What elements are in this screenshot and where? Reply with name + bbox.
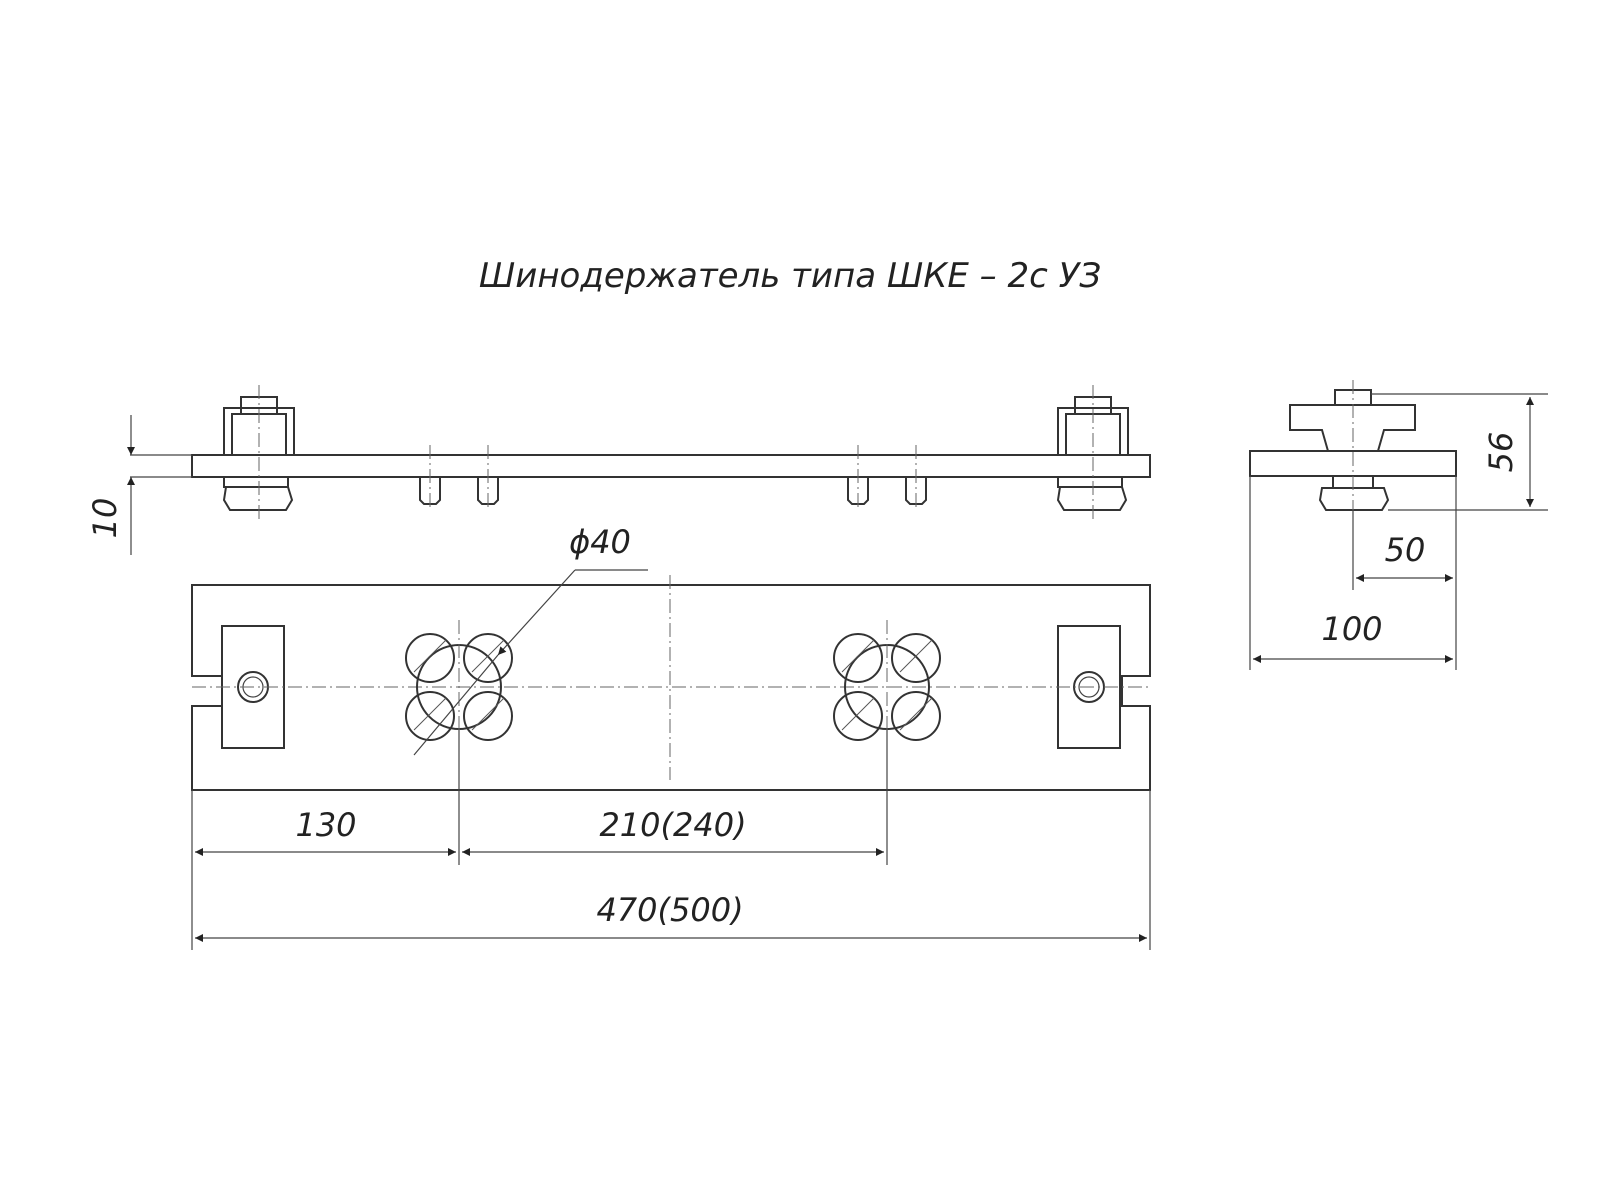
- dim-130: 130: [195, 806, 456, 856]
- plan-plate: [191, 584, 1151, 791]
- dim-diameter-label: ϕ40: [569, 523, 631, 561]
- dim-130-label: 130: [295, 806, 356, 844]
- dim-spacing-label: 210(240): [599, 806, 746, 844]
- side-view: 56 50 100: [1249, 380, 1548, 670]
- dim-width-label: 100: [1321, 610, 1382, 648]
- dim-diameter: ϕ40: [413, 523, 648, 756]
- dim-half-width-label: 50: [1385, 531, 1426, 569]
- left-bracket: [222, 385, 295, 520]
- dim-thickness-label: 10: [86, 498, 124, 539]
- front-plate: [191, 454, 1151, 478]
- right-bracket: [1056, 385, 1129, 520]
- dim-overall-label: 470(500): [596, 891, 743, 929]
- right-hole-group: [833, 620, 941, 780]
- drawing-title: Шинодержатель типа ШКЕ – 2с УЗ: [479, 256, 1101, 296]
- studs: [419, 445, 927, 510]
- dim-thickness: 10: [86, 415, 192, 555]
- plan-view: ϕ40 130 210(240) 470(500): [191, 523, 1151, 950]
- dim-spacing: 210(240): [462, 806, 884, 856]
- front-view: 10: [86, 385, 1151, 555]
- left-hole-group: [405, 620, 513, 780]
- dim-overall: 470(500): [195, 891, 1147, 942]
- dim-height-label: 56: [1482, 432, 1520, 473]
